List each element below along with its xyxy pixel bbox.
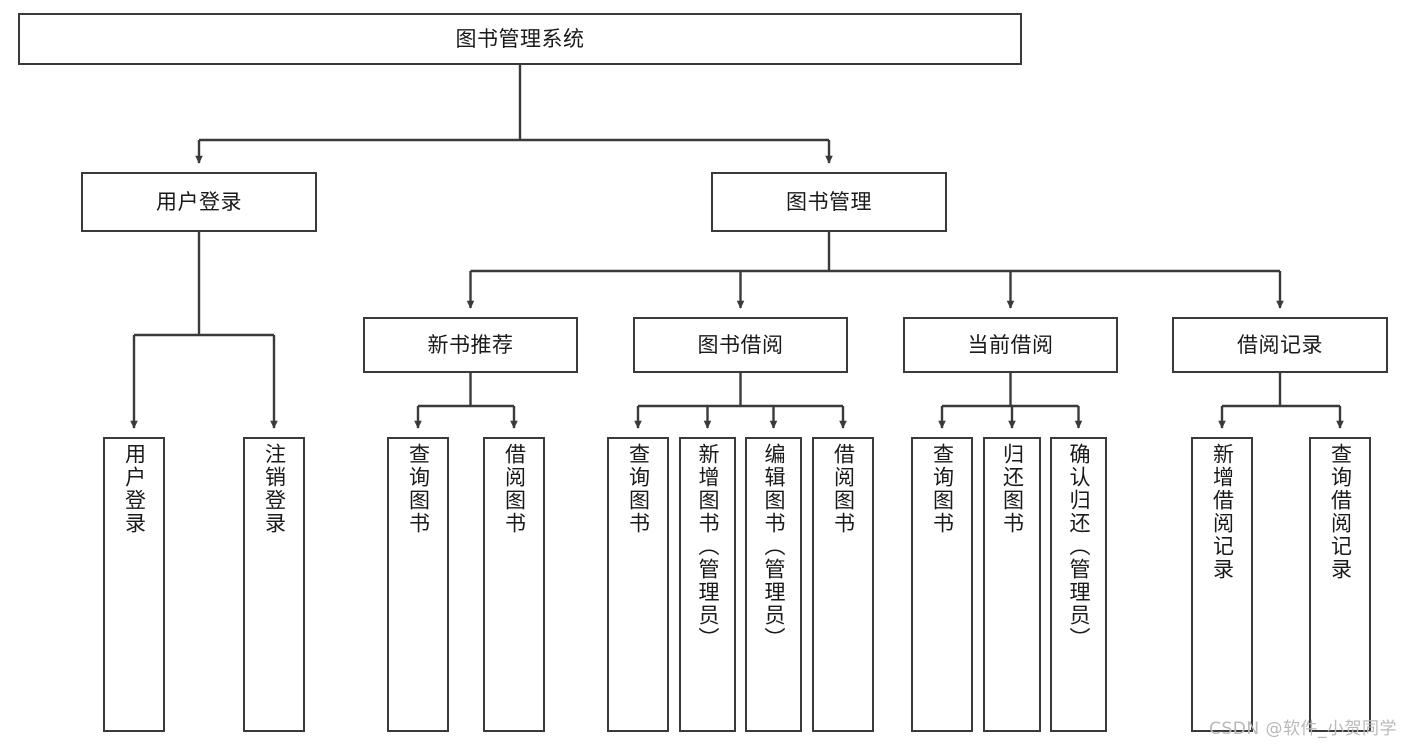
node-label: 新增借阅记录	[1210, 443, 1235, 581]
node-label: 用户登录	[122, 443, 147, 535]
node-newbook[interactable]: 新书推荐	[363, 317, 578, 373]
node-bookmgmt[interactable]: 图书管理	[711, 172, 947, 232]
node-root[interactable]: 图书管理系统	[18, 13, 1022, 65]
node-borrow[interactable]: 图书借阅	[633, 317, 848, 373]
node-label: 新增图书（管理员）	[696, 443, 720, 650]
node-label: 编辑图书（管理员）	[762, 443, 786, 650]
node-label: 用户登录	[156, 189, 242, 214]
csdn-watermark: CSDN @软件_小贺同学	[1209, 719, 1397, 739]
node-label: 确认归还（管理员）	[1067, 443, 1091, 650]
node-leaf-cur-3[interactable]: 确认归还（管理员）	[1050, 437, 1107, 732]
node-label: 归还图书	[1000, 443, 1025, 535]
node-label: 查询图书	[406, 443, 431, 535]
node-label: 查询图书	[930, 443, 955, 535]
node-leaf-rec-2[interactable]: 查询借阅记录	[1309, 437, 1371, 732]
node-leaf-borrow-4[interactable]: 借阅图书	[812, 437, 874, 732]
node-leaf-cur-2[interactable]: 归还图书	[983, 437, 1041, 732]
node-label: 借阅图书	[502, 443, 527, 535]
node-leaf-login-2[interactable]: 注销登录	[243, 437, 305, 732]
node-current[interactable]: 当前借阅	[903, 317, 1118, 373]
node-leaf-borrow-1[interactable]: 查询图书	[607, 437, 669, 732]
node-leaf-borrow-2[interactable]: 新增图书（管理员）	[679, 437, 736, 732]
node-label: 借阅记录	[1237, 332, 1323, 357]
node-label: 查询借阅记录	[1328, 443, 1353, 581]
node-leaf-login-1[interactable]: 用户登录	[103, 437, 165, 732]
node-label: 借阅图书	[831, 443, 856, 535]
node-label: 图书借阅	[697, 332, 784, 357]
node-login[interactable]: 用户登录	[81, 172, 317, 232]
node-leaf-cur-1[interactable]: 查询图书	[911, 437, 973, 732]
node-leaf-new-1[interactable]: 查询图书	[387, 437, 449, 732]
node-label: 新书推荐	[427, 332, 514, 357]
node-records[interactable]: 借阅记录	[1172, 317, 1388, 373]
node-label: 图书管理	[786, 189, 872, 214]
node-label: 注销登录	[262, 443, 287, 535]
node-leaf-rec-1[interactable]: 新增借阅记录	[1191, 437, 1253, 732]
node-label: 当前借阅	[967, 332, 1054, 357]
node-leaf-new-2[interactable]: 借阅图书	[483, 437, 545, 732]
node-label: 图书管理系统	[455, 26, 585, 51]
node-leaf-borrow-3[interactable]: 编辑图书（管理员）	[745, 437, 802, 732]
node-label: 查询图书	[626, 443, 651, 535]
